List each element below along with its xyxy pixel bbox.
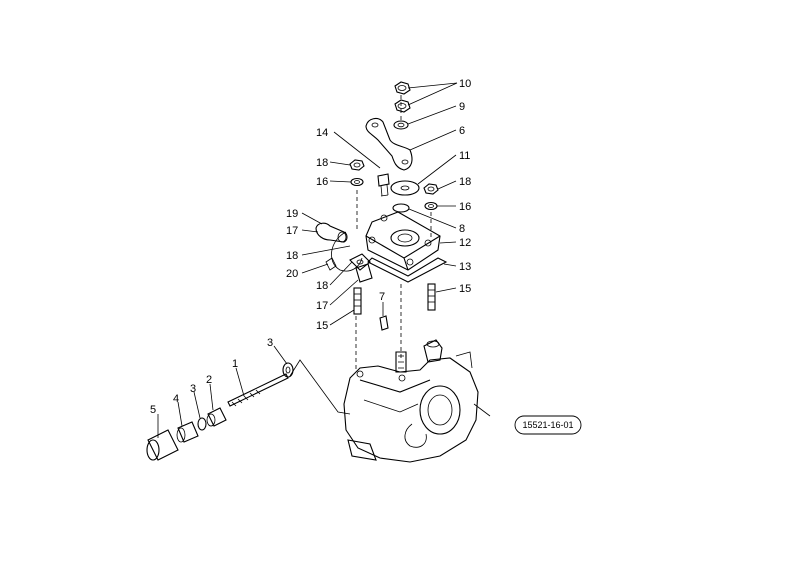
bracket-6 xyxy=(365,117,413,171)
stud-15-right xyxy=(427,283,436,311)
cover-plate-12 xyxy=(365,211,441,271)
fitting-18-mid xyxy=(349,253,371,271)
callout-7: 7 xyxy=(379,291,385,303)
callout-6: 6 xyxy=(459,125,465,137)
callout-9: 9 xyxy=(459,101,465,113)
callout-4: 4 xyxy=(173,393,179,405)
washer-9 xyxy=(393,120,409,130)
o-ring-8 xyxy=(392,203,410,213)
engine-housing xyxy=(343,339,491,463)
callout-20: 20 xyxy=(286,268,298,280)
callout-16-right: 16 xyxy=(459,201,471,213)
callout-17-lower: 17 xyxy=(316,300,328,312)
nut-4 xyxy=(176,421,199,443)
callout-16-upper-left: 16 xyxy=(316,176,328,188)
callout-8: 8 xyxy=(459,223,465,235)
callout-15-right: 15 xyxy=(459,283,471,295)
washer-16-right xyxy=(424,201,438,211)
nut-18-upper-left xyxy=(349,159,365,171)
callout-18-right: 18 xyxy=(459,176,471,188)
pin-insertion-line xyxy=(289,359,351,415)
leader-lines xyxy=(157,82,458,438)
callout-18-mid-left: 18 xyxy=(286,250,298,262)
callout-12: 12 xyxy=(459,237,471,249)
callout-13: 13 xyxy=(459,261,471,273)
pin-1 xyxy=(227,373,289,407)
callout-19: 19 xyxy=(286,208,298,220)
washer-11 xyxy=(390,180,420,196)
callout-11: 11 xyxy=(459,150,470,162)
reference-code: 15521-16-01 xyxy=(522,420,573,430)
callout-1: 1 xyxy=(232,358,238,370)
callout-5: 5 xyxy=(150,404,156,416)
callout-18-lower: 18 xyxy=(316,280,328,292)
nut-10-lower xyxy=(394,99,411,113)
washer-16-upper-left xyxy=(350,177,364,187)
callout-10: 10 xyxy=(459,78,471,90)
callout-18-upper-left: 18 xyxy=(316,157,328,169)
stud-15-left xyxy=(353,287,362,315)
cap-5 xyxy=(146,429,179,461)
nut-18-right xyxy=(423,183,439,195)
banjo-bolt-19 xyxy=(315,222,348,243)
nut-10-upper xyxy=(394,81,411,95)
callout-17-upper: 17 xyxy=(286,225,298,237)
gasket-13 xyxy=(367,257,448,283)
bolt-14 xyxy=(377,173,390,197)
callout-3-upper: 3 xyxy=(267,337,273,349)
callout-3-lower: 3 xyxy=(190,383,196,395)
hose-loop-20 xyxy=(331,231,363,272)
fitting-17-lower xyxy=(355,263,373,283)
key-7 xyxy=(379,315,389,331)
callout-2: 2 xyxy=(206,374,212,386)
callout-14: 14 xyxy=(316,127,328,139)
clip-20 xyxy=(325,257,337,271)
sleeve-2 xyxy=(206,407,227,427)
washer-3-lower xyxy=(197,417,207,431)
reference-code-box: 15521-16-01 xyxy=(514,415,582,435)
callout-15-left: 15 xyxy=(316,320,328,332)
washer-3-upper xyxy=(282,362,294,378)
